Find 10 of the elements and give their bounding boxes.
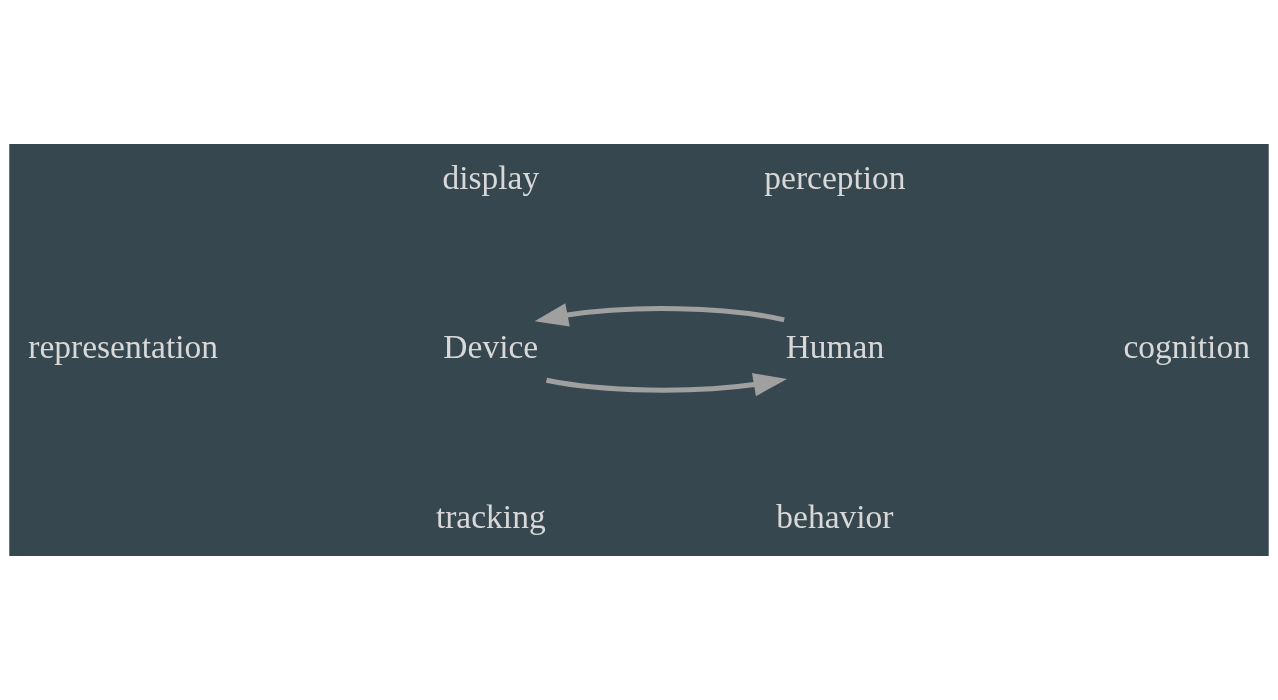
- label: representation: [28, 328, 218, 366]
- label: display: [442, 159, 540, 197]
- label: tracking: [435, 497, 546, 535]
- label: cognition: [1123, 328, 1250, 366]
- arrow: [546, 373, 787, 397]
- label: behavior: [776, 497, 894, 535]
- node-text: Device: [443, 328, 539, 366]
- node-text: Human: [785, 328, 885, 366]
- label: perception: [764, 159, 906, 197]
- arrow: [534, 303, 785, 327]
